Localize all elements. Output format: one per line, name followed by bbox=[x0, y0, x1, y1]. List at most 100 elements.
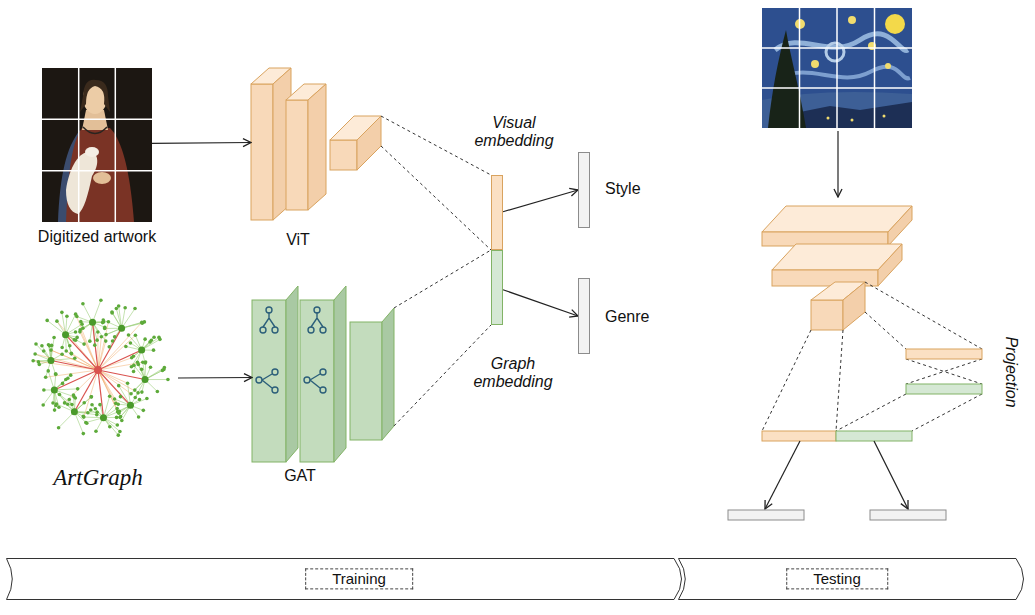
graph-node-dot bbox=[54, 372, 58, 376]
graph-node-dot bbox=[145, 397, 149, 401]
graph-node-dot bbox=[113, 397, 117, 401]
graph-node-dot bbox=[52, 336, 56, 340]
band-outline bbox=[7, 559, 682, 600]
graph-node-dot bbox=[115, 307, 119, 311]
graph-node-dot bbox=[94, 429, 98, 433]
test-pipeline bbox=[906, 349, 982, 359]
graph-node-dot bbox=[63, 401, 67, 405]
graph-node-dot bbox=[117, 433, 121, 437]
graph-node-dot bbox=[163, 366, 167, 370]
graph-edge bbox=[98, 322, 142, 370]
test-pipeline bbox=[888, 206, 912, 246]
test-pipeline bbox=[865, 282, 982, 349]
graph-node-dot bbox=[140, 390, 144, 394]
graph-node-dot bbox=[79, 320, 83, 324]
graph-node-dot bbox=[107, 320, 111, 324]
graph-node-dot bbox=[70, 352, 74, 356]
graph-node-dot bbox=[152, 335, 156, 339]
graph-node-dot bbox=[108, 345, 112, 349]
graph-node-dot bbox=[108, 394, 112, 398]
test-painting bbox=[768, 30, 806, 128]
graph-node-dot bbox=[116, 423, 120, 427]
graph-node-dot bbox=[34, 342, 38, 346]
graph-node-dot bbox=[127, 333, 131, 337]
test-pipeline bbox=[843, 282, 865, 330]
vit-blocks bbox=[308, 84, 326, 210]
graph-node-dot bbox=[101, 318, 105, 322]
graph-node-dot bbox=[114, 402, 118, 406]
graph-center-dot bbox=[94, 366, 102, 374]
gat-panels bbox=[256, 307, 326, 393]
gat-panels bbox=[262, 374, 272, 388]
graph-hub-dot bbox=[71, 408, 78, 415]
graph-node-dot bbox=[142, 409, 146, 413]
gat-panels bbox=[320, 369, 326, 375]
graph-node-dot bbox=[81, 415, 85, 419]
artwork-painting bbox=[66, 152, 97, 214]
vit-blocks bbox=[330, 140, 357, 170]
task-label: Style bbox=[605, 180, 641, 198]
artwork-painting bbox=[66, 128, 134, 222]
gat-panels bbox=[300, 300, 334, 462]
graph-node-dot bbox=[53, 408, 57, 412]
vit-blocks bbox=[251, 84, 273, 220]
artgraph-image: ArtGraph bbox=[18, 290, 178, 450]
graph-node-dot bbox=[69, 351, 73, 355]
graph-edge bbox=[54, 389, 77, 390]
graph-node-dot bbox=[137, 363, 141, 367]
test-painting bbox=[762, 47, 912, 49]
graph-node-dot bbox=[130, 365, 134, 369]
artwork-painting bbox=[80, 80, 110, 112]
test-pipeline bbox=[762, 330, 811, 431]
gat-panels bbox=[382, 308, 394, 440]
graph-hub-dot bbox=[138, 347, 145, 354]
graph-node-dot bbox=[76, 387, 80, 391]
graph-hub-dot bbox=[62, 331, 69, 338]
graph-node-dot bbox=[98, 403, 102, 407]
graph-embedding-bar: Graph embedding bbox=[491, 250, 503, 325]
test-painting bbox=[811, 60, 819, 68]
artwork-painting bbox=[42, 68, 152, 222]
graph-node-dot bbox=[66, 403, 70, 407]
graph-node-dot bbox=[90, 403, 94, 407]
graph-node-dot bbox=[51, 401, 55, 405]
graph-node-dot bbox=[60, 352, 64, 356]
test-pipeline bbox=[906, 384, 982, 394]
graph-edge bbox=[93, 322, 98, 370]
graph-edge bbox=[98, 335, 135, 370]
graph-node-dot bbox=[66, 377, 70, 381]
graph-node-dot bbox=[49, 348, 53, 352]
graph-node-dot bbox=[137, 415, 141, 419]
graph-node-dot bbox=[74, 330, 78, 334]
graph-node-dot bbox=[132, 354, 136, 358]
graph-node-dot bbox=[111, 339, 115, 343]
graph-node-dot bbox=[38, 363, 42, 367]
graph-node-dot bbox=[133, 396, 137, 400]
graph-node-dot bbox=[110, 311, 114, 315]
gat-panels bbox=[286, 286, 298, 462]
knowledge-graph-picture bbox=[31, 298, 169, 437]
test-painting bbox=[799, 8, 801, 128]
graph-node-dot bbox=[110, 310, 114, 314]
graph-node-dot bbox=[33, 352, 37, 356]
graph-hub-dot bbox=[118, 325, 125, 332]
graph-node-dot bbox=[138, 398, 142, 402]
test-painting bbox=[827, 115, 886, 122]
graph-edge bbox=[33, 361, 98, 370]
test-pipeline bbox=[836, 431, 912, 441]
graph-node-dot bbox=[45, 319, 49, 323]
graph-node-dot bbox=[104, 333, 108, 337]
graph-edge bbox=[54, 370, 98, 390]
test-painting bbox=[883, 115, 886, 118]
test-pipeline bbox=[870, 510, 946, 520]
graph-node-dot bbox=[152, 348, 156, 352]
gat-panels bbox=[308, 327, 314, 333]
band-outline bbox=[679, 559, 1024, 600]
graph-hub-dot bbox=[127, 402, 134, 409]
graph-edge bbox=[98, 328, 122, 370]
test-pipeline bbox=[906, 359, 982, 384]
graph-hub-dot bbox=[100, 414, 107, 421]
graph-edge bbox=[98, 370, 128, 383]
